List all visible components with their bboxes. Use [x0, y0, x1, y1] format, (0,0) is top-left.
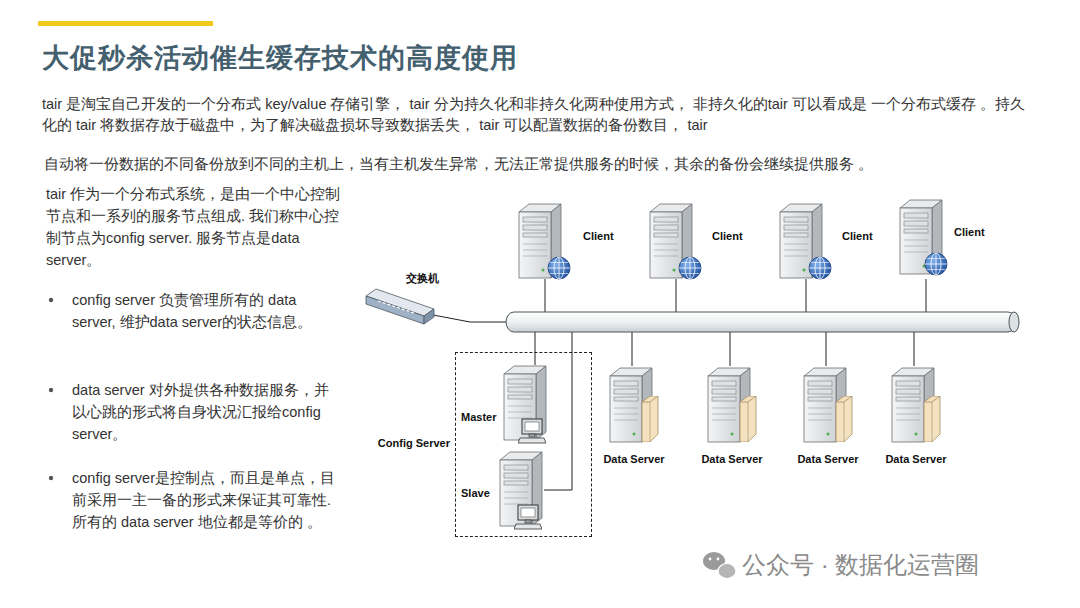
data-server: Data Server — [792, 362, 864, 468]
master-server: Master — [459, 361, 587, 445]
illustration-part — [632, 331, 633, 366]
data-server: Data Server — [696, 362, 768, 468]
node-label: 交换机 — [406, 272, 439, 285]
client-icons — [519, 200, 947, 279]
illustration-part — [514, 505, 542, 529]
illustration-part — [709, 558, 712, 561]
intro-paragraph: tair 是淘宝自己开发的一个分布式 key/value 存储引擎， tair … — [42, 94, 1037, 136]
data-server: Data Server — [598, 362, 670, 468]
client-server: Client — [646, 198, 750, 284]
illustration-part — [925, 253, 947, 275]
illustration-part — [836, 396, 852, 442]
switch-icon — [366, 289, 434, 324]
illustration-part — [548, 257, 570, 279]
illustration-part — [679, 257, 701, 279]
node-label: Slave — [461, 487, 490, 500]
node-label: Data Server — [797, 453, 858, 466]
illustration-part — [730, 331, 731, 366]
client-server: Client — [515, 198, 619, 284]
node-label: Client — [712, 230, 743, 243]
client-server: Client — [776, 198, 880, 284]
illustration-part — [914, 331, 915, 366]
node-label: Client — [842, 230, 873, 243]
illustration-part — [544, 331, 572, 490]
bullet-text: config server 负责管理所有的 data server, 维护dat… — [72, 289, 342, 333]
illustration-part — [806, 279, 807, 313]
illustration-part — [518, 419, 546, 443]
illustration-part — [378, 301, 414, 313]
data-server-icons — [610, 368, 940, 442]
client-server: Client — [896, 194, 1000, 280]
config-server-icons — [500, 366, 546, 529]
illustration-part — [428, 314, 506, 322]
illustration-part — [49, 388, 53, 392]
node-label: Client — [583, 230, 614, 243]
illustration-part — [49, 298, 53, 302]
bullet-text: config server是控制点，而且是单点，目前采用一主一备的形式来保证其可… — [72, 467, 342, 533]
illustration-part — [424, 309, 434, 324]
illustration-part — [1009, 312, 1019, 332]
illustration-part — [49, 476, 53, 480]
illustration-part — [717, 558, 720, 561]
accent-bar — [38, 21, 213, 26]
bullet-text: data server 对外提供各种数据服务，并以心跳的形式将自身状况汇报给co… — [72, 379, 342, 445]
watermark: 公众号 · 数据化运营圈 — [742, 550, 979, 580]
wechat-icon — [703, 552, 736, 579]
illustration-part — [924, 396, 940, 442]
data-server: Data Server — [880, 362, 952, 468]
slide-title: 大促秒杀活动催生缓存技术的高度使用 — [42, 40, 518, 76]
illustration-part — [535, 331, 536, 365]
illustration-part — [718, 564, 736, 579]
illustration-part — [676, 279, 677, 313]
config-server-group: Config ServerMasterSlave — [455, 352, 592, 537]
illustration-part — [740, 396, 756, 442]
bullet-dots — [49, 298, 53, 480]
illustration-part — [809, 257, 831, 279]
network-bus — [506, 312, 1019, 332]
intro-paragraph: 自动将一份数据的不同备份放到不同的主机上，当有主机发生异常，无法正常提供服务的时… — [44, 154, 1039, 175]
illustration-part — [926, 279, 927, 313]
node-label: Data Server — [701, 453, 762, 466]
illustration-part — [506, 312, 1016, 332]
node-label: Config Server — [378, 437, 450, 450]
network-switch: 交换机 — [362, 268, 441, 328]
illustration-part — [545, 279, 546, 313]
node-label: Data Server — [603, 453, 664, 466]
illustration-part — [366, 296, 424, 324]
node-label: Data Server — [885, 453, 946, 466]
illustration-part — [826, 331, 827, 366]
node-label: Master — [461, 411, 496, 424]
illustration-part — [642, 396, 658, 442]
slave-server: Slave — [459, 447, 587, 531]
node-label: Client — [954, 226, 985, 239]
body-paragraph: tair 作为一个分布式系统，是由一个中心控制节点和一系列的服务节点组成. 我们… — [46, 183, 342, 271]
